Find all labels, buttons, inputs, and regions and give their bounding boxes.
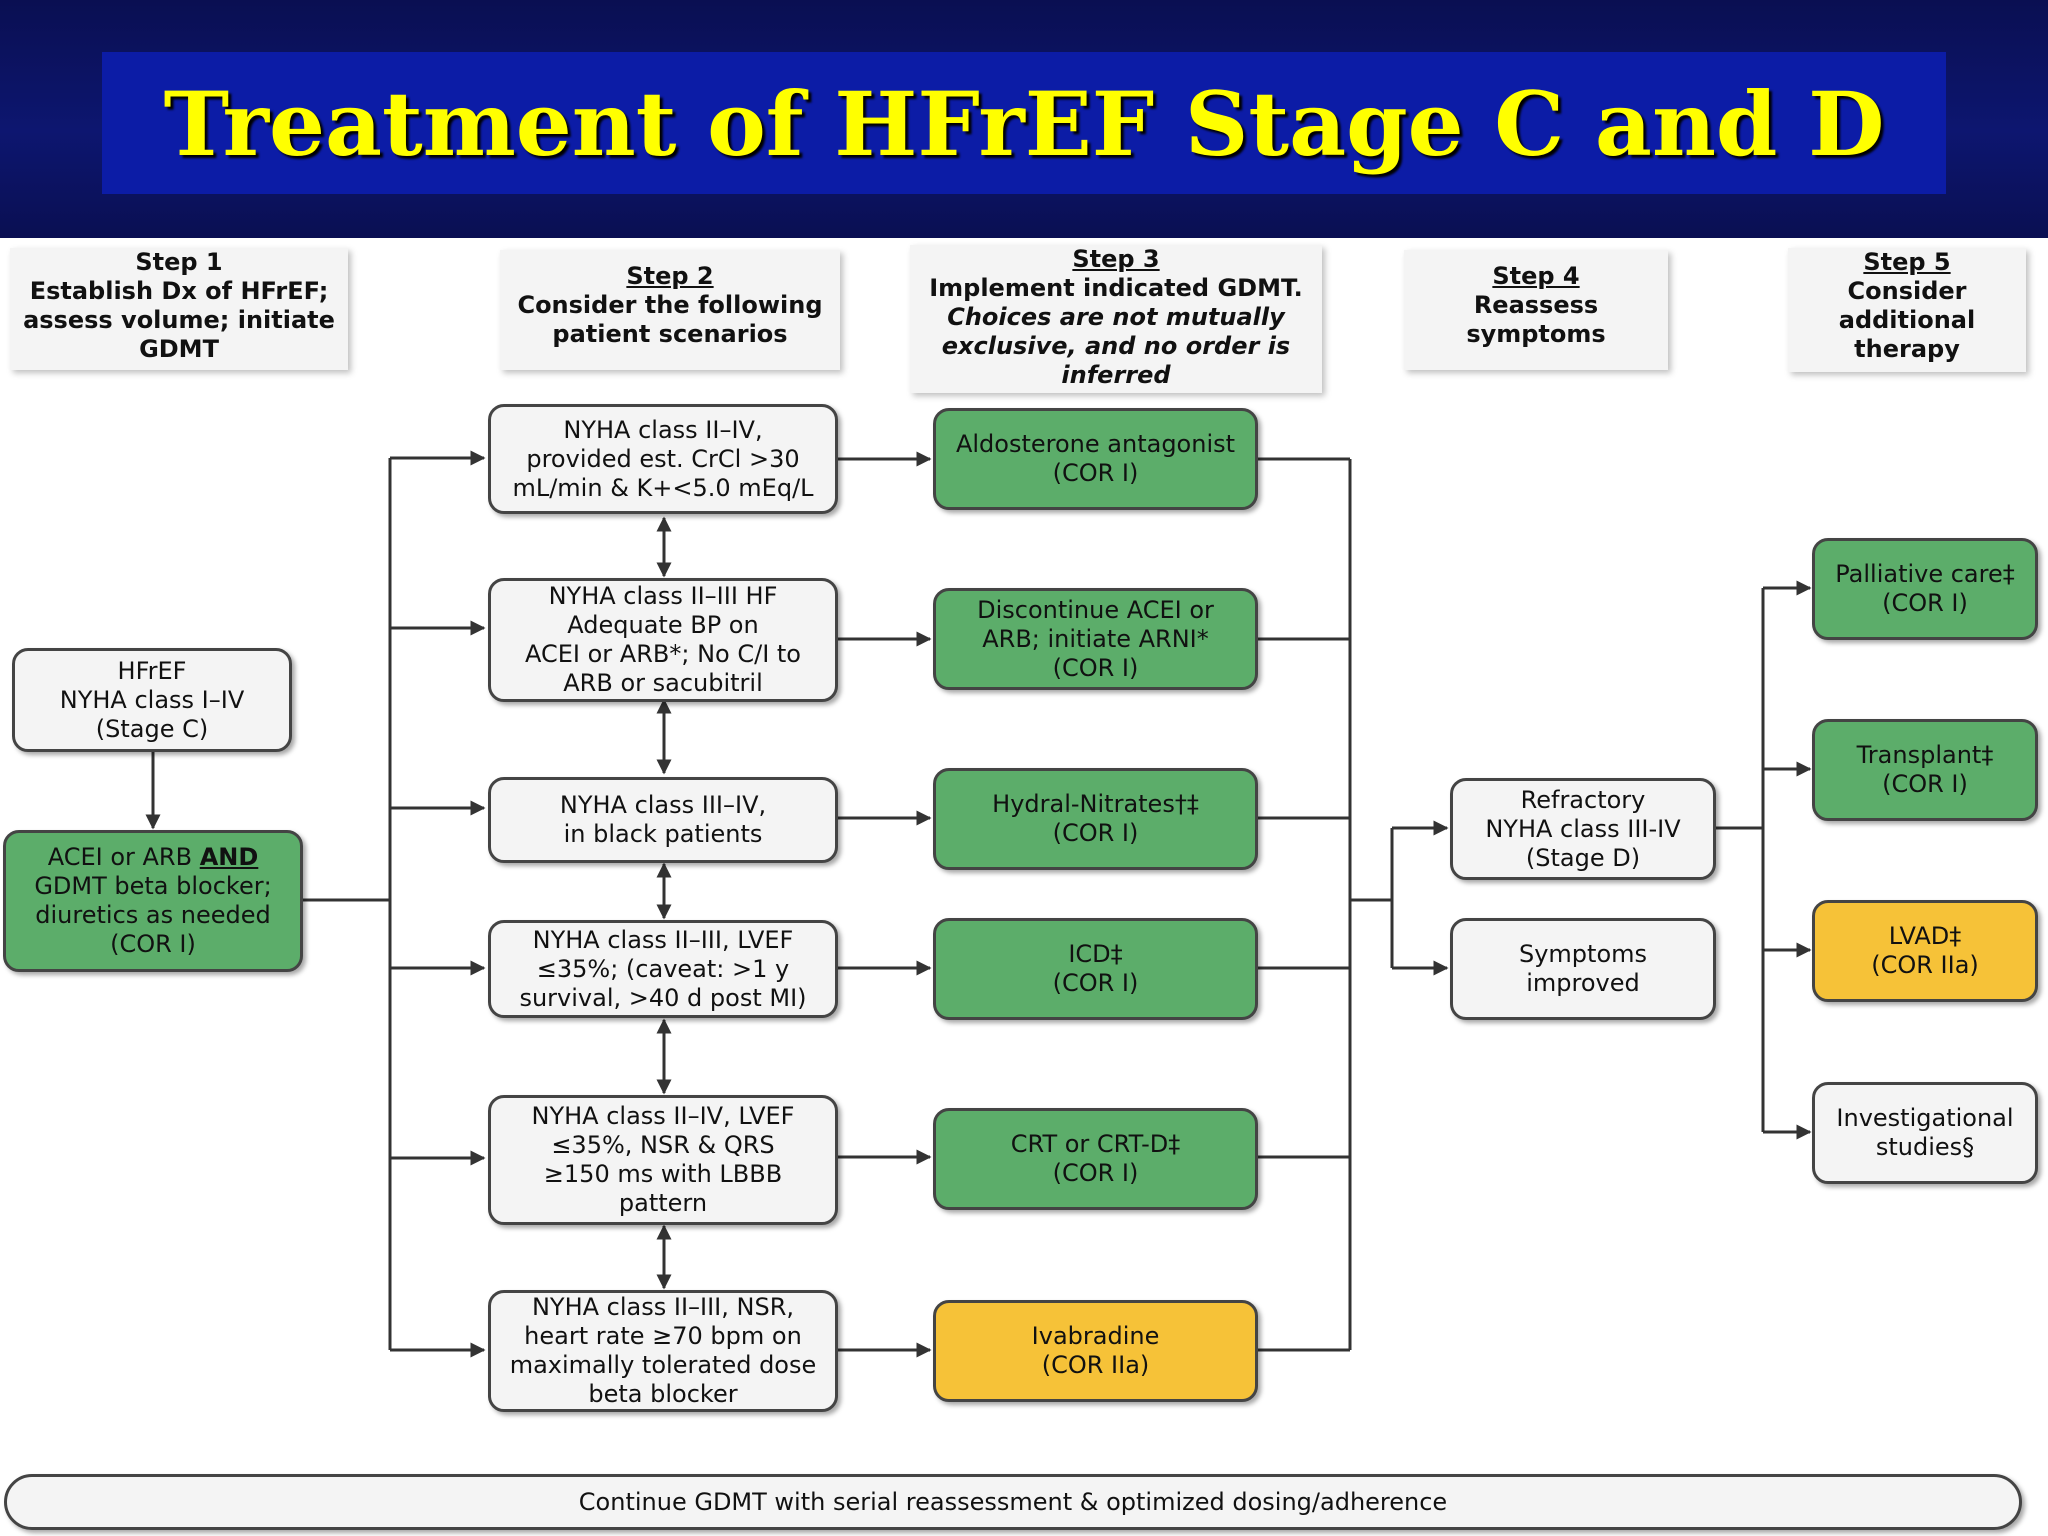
continue-gdmt-footer: Continue GDMT with serial reassessment &…: [4, 1474, 2022, 1530]
palliative-care-box: Palliative care‡ (COR I): [1812, 538, 2038, 640]
step-3-note: Choices are not mutually exclusive, and …: [941, 303, 1291, 389]
scenario-box-1: NYHA class II–IV, provided est. CrCl >30…: [488, 404, 838, 514]
lvad-box: LVAD‡ (COR IIa): [1812, 900, 2038, 1002]
step-5-body: Consider additional therapy: [1838, 277, 1976, 363]
title-band: [102, 52, 1946, 194]
step-2-heading: Step 2: [626, 262, 714, 290]
step-1-heading: Step 1: [135, 248, 223, 276]
step-4-heading: Step 4: [1492, 262, 1580, 290]
step-2-body: Consider the following patient scenarios: [517, 291, 823, 348]
step-4-body: Reassess symptoms: [1466, 291, 1606, 348]
refractory-stage-d-box: Refractory NYHA class III-IV (Stage D): [1450, 778, 1716, 880]
scenario-box-6: NYHA class II–III, NSR, heart rate ≥70 b…: [488, 1290, 838, 1412]
scenario-box-5: NYHA class II–IV, LVEF ≤35%, NSR & QRS ≥…: [488, 1095, 838, 1225]
treatment-icd-box: ICD‡ (COR I): [933, 918, 1258, 1020]
scenario-box-2: NYHA class II–III HF Adequate BP on ACEI…: [488, 578, 838, 702]
and-emphasis: AND: [199, 843, 259, 871]
scenario-box-4: NYHA class II–III, LVEF ≤35%; (caveat: >…: [488, 920, 838, 1018]
treatment-arni-box: Discontinue ACEI or ARB; initiate ARNI* …: [933, 588, 1258, 690]
step-4-header: Step 4 Reassess symptoms: [1404, 250, 1668, 370]
treatment-ivabradine-box: Ivabradine (COR IIa): [933, 1300, 1258, 1402]
step-3-header: Step 3 Implement indicated GDMT. Choices…: [910, 245, 1322, 393]
treatment-crt-box: CRT or CRT-D‡ (COR I): [933, 1108, 1258, 1210]
hfref-stage-c-box: HFrEF NYHA class I–IV (Stage C): [12, 648, 292, 752]
step-2-header: Step 2 Consider the following patient sc…: [500, 250, 840, 370]
step-1-body: Establish Dx of HFrEF; assess volume; in…: [23, 277, 335, 363]
step-1-header: Step 1 Establish Dx of HFrEF; assess vol…: [10, 248, 348, 370]
treatment-hydral-nitrates-box: Hydral-Nitrates†‡ (COR I): [933, 768, 1258, 870]
step-5-header: Step 5 Consider additional therapy: [1788, 248, 2026, 372]
investigational-studies-box: Investigational studies§: [1812, 1082, 2038, 1184]
symptoms-improved-box: Symptoms improved: [1450, 918, 1716, 1020]
scenario-box-3: NYHA class III–IV, in black patients: [488, 777, 838, 863]
acei-arb-gdmt-box: ACEI or ARB AND GDMT beta blocker; diure…: [3, 830, 303, 972]
treatment-aldosterone-box: Aldosterone antagonist (COR I): [933, 408, 1258, 510]
step-3-heading: Step 3: [1072, 245, 1160, 273]
transplant-box: Transplant‡ (COR I): [1812, 719, 2038, 821]
slide-title: Treatment of HFrEF Stage C and D: [163, 72, 1885, 176]
step-3-body: Implement indicated GDMT.: [929, 274, 1303, 302]
step-5-heading: Step 5: [1863, 248, 1951, 276]
